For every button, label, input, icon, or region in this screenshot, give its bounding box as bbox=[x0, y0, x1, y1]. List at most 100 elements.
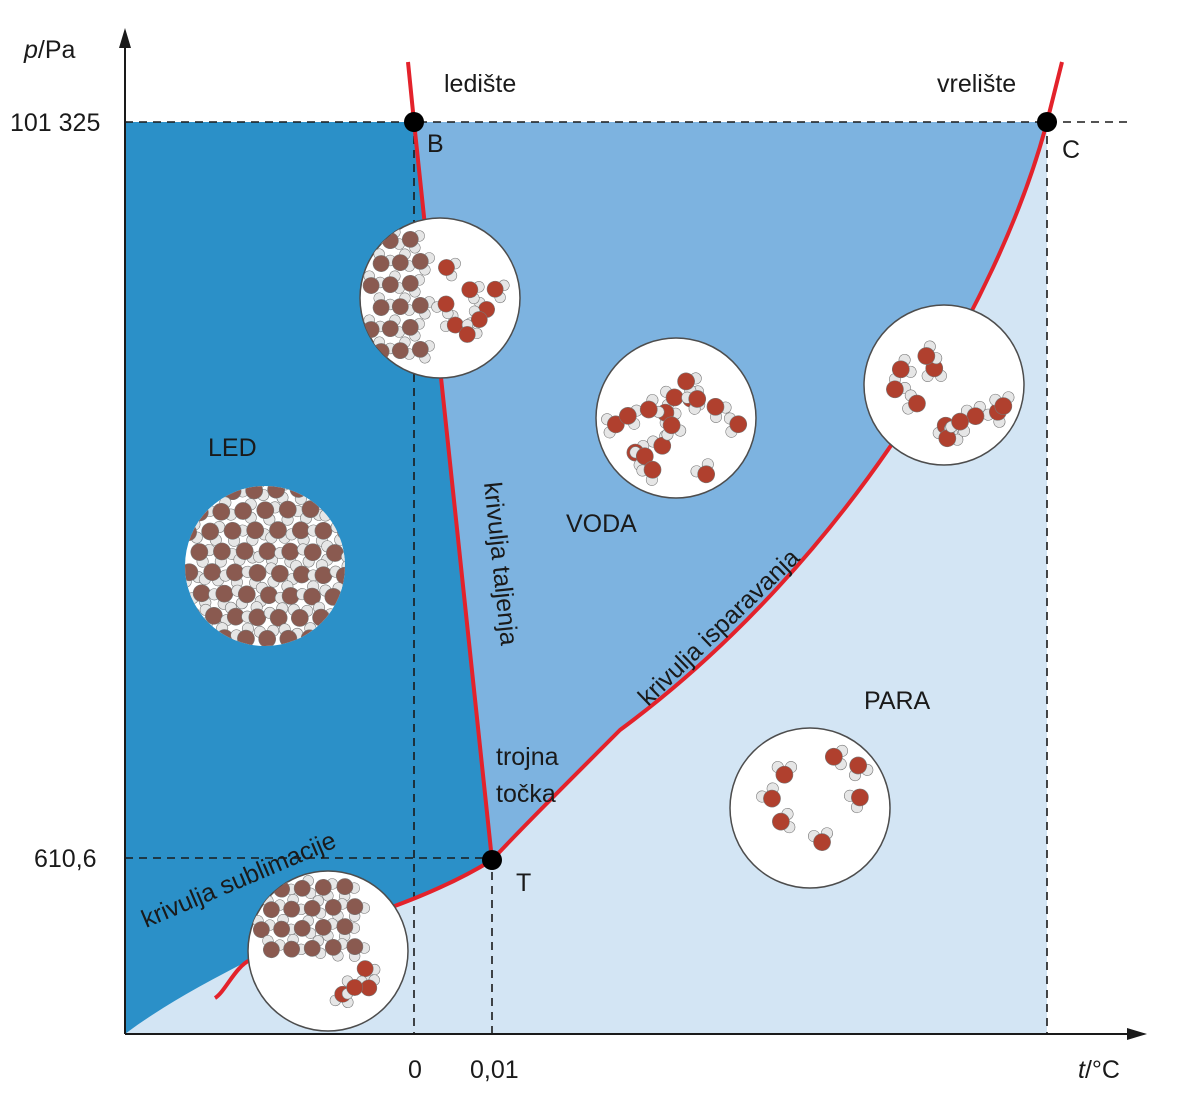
water-molecule bbox=[198, 563, 225, 587]
water-molecule bbox=[314, 878, 338, 902]
water-molecule bbox=[372, 292, 396, 316]
water-molecule bbox=[961, 401, 986, 426]
water-molecule bbox=[190, 543, 216, 568]
point-t bbox=[482, 850, 502, 870]
water-molecule bbox=[381, 270, 405, 294]
water-molecule bbox=[681, 390, 707, 415]
water-molecule bbox=[287, 603, 314, 627]
point-b-label: B bbox=[427, 130, 444, 158]
water-molecule bbox=[263, 602, 289, 627]
water-molecule bbox=[723, 412, 748, 438]
water-molecule bbox=[391, 248, 415, 272]
water-molecule bbox=[401, 318, 425, 342]
water-molecule bbox=[262, 935, 286, 959]
guide-lines bbox=[125, 121, 1128, 1034]
water-molecule bbox=[690, 458, 715, 484]
water-molecule bbox=[234, 498, 257, 524]
y-tick-610: 610,6 bbox=[34, 845, 97, 873]
water-molecule bbox=[706, 397, 732, 423]
water-molecule bbox=[661, 416, 687, 441]
water-molecule bbox=[278, 500, 304, 526]
water-molecule bbox=[356, 960, 381, 984]
water-molecule bbox=[372, 248, 396, 272]
triple-point-label-2: točka bbox=[496, 780, 556, 808]
water-molecule bbox=[319, 582, 345, 606]
water-molecule bbox=[252, 915, 276, 939]
water-molecule bbox=[772, 808, 796, 834]
water-molecule bbox=[917, 340, 943, 365]
water-molecule bbox=[212, 496, 237, 521]
water-molecule bbox=[296, 580, 321, 606]
liquid-region-label: VODA bbox=[566, 510, 637, 538]
water-molecule bbox=[401, 274, 425, 298]
vaporization-curve bbox=[490, 61, 1064, 862]
water-molecule bbox=[219, 563, 244, 589]
water-molecule bbox=[231, 584, 256, 610]
water-molecule bbox=[336, 878, 360, 902]
point-c bbox=[1037, 112, 1057, 132]
point-t-label: T bbox=[516, 869, 531, 897]
water-molecule bbox=[458, 319, 483, 343]
water-molecule bbox=[807, 827, 833, 851]
water-molecule bbox=[314, 918, 338, 942]
water-molecule bbox=[989, 391, 1015, 415]
water-molecule bbox=[293, 915, 317, 939]
water-molecule bbox=[629, 446, 654, 471]
boiling-molecules-icon bbox=[863, 304, 1025, 466]
water-molecule bbox=[849, 756, 874, 782]
water-molecule bbox=[274, 580, 300, 605]
water-molecule bbox=[256, 501, 281, 526]
water-molecule bbox=[324, 898, 348, 922]
water-molecule bbox=[902, 389, 926, 415]
sublimation-molecules-icon bbox=[247, 870, 409, 1032]
point-b bbox=[404, 112, 424, 132]
water-molecule bbox=[411, 340, 435, 364]
boiling-label: vrelište bbox=[937, 70, 1016, 98]
water-molecule bbox=[293, 875, 317, 899]
water-molecule bbox=[273, 914, 297, 938]
water-molecule bbox=[283, 894, 307, 918]
water-molecule bbox=[381, 314, 405, 338]
vapor-molecules-icon bbox=[729, 727, 891, 889]
y-axis-label: p/Pa bbox=[23, 36, 76, 64]
water-molecule bbox=[639, 394, 665, 419]
water-molecule bbox=[825, 744, 849, 771]
water-molecule bbox=[391, 336, 415, 360]
water-molecule bbox=[253, 542, 278, 567]
water-molecule bbox=[297, 543, 322, 568]
water-molecule bbox=[341, 975, 364, 1000]
water-molecule bbox=[346, 938, 370, 962]
x-axis-label: t/°C bbox=[1078, 1056, 1120, 1084]
water-molecule bbox=[886, 373, 911, 399]
vapor-region-label: PARA bbox=[864, 687, 931, 715]
water-molecule bbox=[461, 281, 485, 305]
water-molecule bbox=[303, 895, 327, 919]
water-molecule bbox=[636, 460, 662, 486]
water-molecule bbox=[208, 584, 234, 610]
melting-molecules-icon bbox=[359, 217, 521, 379]
water-molecule bbox=[285, 521, 310, 546]
water-molecule bbox=[891, 353, 917, 379]
point-c-label: C bbox=[1062, 136, 1080, 164]
water-molecule bbox=[843, 788, 869, 814]
water-molecule bbox=[265, 562, 289, 588]
water-molecule bbox=[431, 295, 455, 320]
water-molecule bbox=[241, 601, 267, 627]
water-molecule bbox=[401, 230, 425, 254]
water-molecule bbox=[438, 257, 461, 282]
x-tick-0: 0 bbox=[408, 1056, 422, 1084]
x-tick-001: 0,01 bbox=[470, 1056, 519, 1084]
water-molecule bbox=[307, 559, 333, 585]
water-molecule bbox=[201, 521, 226, 546]
axes bbox=[119, 28, 1147, 1040]
water-molecule bbox=[274, 542, 300, 568]
water-molecule bbox=[303, 935, 327, 959]
liquid-molecules-icon bbox=[595, 337, 757, 499]
water-molecule bbox=[619, 404, 643, 430]
liquid-region bbox=[414, 122, 1047, 860]
water-molecule bbox=[945, 412, 970, 437]
triple-point-label-1: trojna bbox=[496, 743, 559, 771]
water-molecule bbox=[411, 252, 435, 276]
freezing-label: ledište bbox=[444, 70, 516, 98]
